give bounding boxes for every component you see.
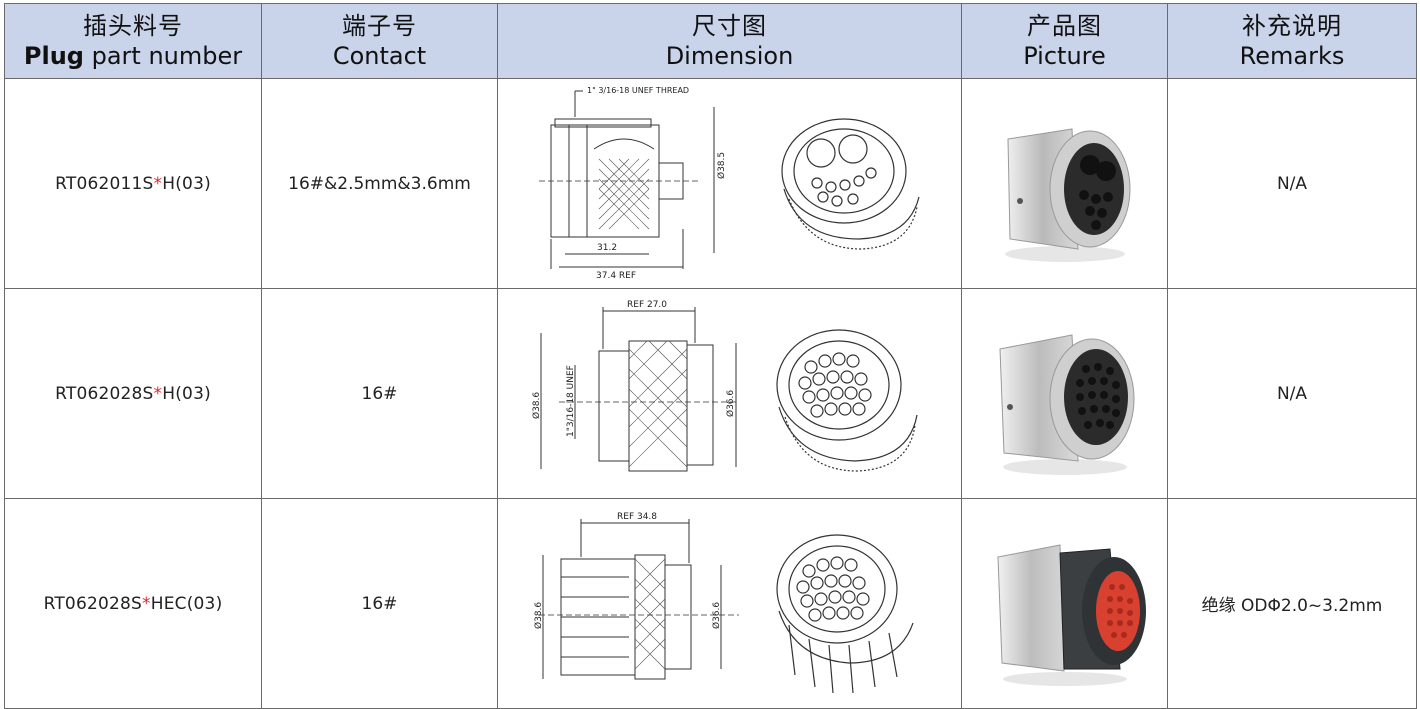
part-number-suffix: H(03)	[162, 173, 211, 194]
thread-label: 1"3/16-18 UNEF	[566, 365, 576, 437]
header-contact: 端子号 Contact	[261, 3, 498, 79]
table-row: RT062028S*H(03) 16#	[4, 288, 1417, 499]
header-picture-cn: 产品图	[1027, 12, 1102, 40]
contact-cell: 16#	[261, 288, 498, 499]
contact-cell: 16#&2.5mm&3.6mm	[261, 78, 498, 289]
part-number-cell: RT062028S*HEC(03)	[4, 498, 262, 709]
header-remarks: 补充说明 Remarks	[1167, 3, 1417, 79]
header-remarks-cn: 补充说明	[1242, 12, 1342, 40]
header-dimension-cn: 尺寸图	[692, 12, 767, 40]
ref-label: REF 27.0	[627, 300, 667, 310]
knurl-hatch	[634, 558, 665, 670]
spec-table: 插头料号 Plug part number 端子号 Contact 尺寸图 Di…	[4, 3, 1417, 709]
od-label: Ø38.5	[716, 152, 727, 179]
od-right-label: Ø36.6	[711, 602, 722, 629]
header-part-number-cn: 插头料号	[83, 12, 183, 40]
od-right-label: Ø36.6	[725, 390, 736, 417]
dimension-drawing: 1" 3/16-18 UNEF THREAD Ø38.5 31.2 37.4 R…	[538, 86, 920, 281]
part-number-prefix: RT062028S	[55, 383, 154, 404]
connector-sketch	[775, 534, 914, 694]
part-number-star: *	[153, 383, 163, 404]
connector-sketch	[780, 118, 920, 250]
length-label: 31.2	[597, 243, 617, 253]
picture-cell	[961, 78, 1168, 289]
header-plug-word: Plug	[23, 42, 84, 70]
table-row: RT062011S*H(03) 16#&2.5mm&3.6mm	[4, 78, 1417, 289]
knurl-hatch	[598, 158, 649, 230]
od-left-label: Ø38.6	[531, 392, 542, 419]
remarks-cell: N/A	[1167, 288, 1417, 499]
table-row: RT062028S*HEC(03) 16#	[4, 498, 1417, 709]
header-dimension: 尺寸图 Dimension	[497, 3, 962, 79]
dimension-cell: REF 34.8 Ø38.6 Ø36.6	[497, 498, 962, 709]
dimension-cell: 1" 3/16-18 UNEF THREAD Ø38.5 31.2 37.4 R…	[497, 78, 962, 289]
dimension-drawing: REF 27.0 Ø38.6 1"3/16-18 UNEF Ø36.6	[531, 300, 918, 472]
contact-cell: 16#	[261, 498, 498, 709]
header-part-number-rest: part number	[83, 42, 243, 70]
header-contact-cn: 端子号	[342, 12, 417, 40]
part-number-prefix: RT062011S	[55, 173, 154, 194]
part-number-star: *	[153, 173, 163, 194]
header-row: 插头料号 Plug part number 端子号 Contact 尺寸图 Di…	[4, 3, 1417, 79]
part-number-suffix: H(03)	[162, 383, 211, 404]
part-number-prefix: RT062028S	[43, 593, 143, 614]
drawing-body	[628, 340, 687, 472]
header-remarks-en: Remarks	[1239, 42, 1345, 70]
header-picture: 产品图 Picture	[961, 3, 1168, 79]
dimension-cell: REF 27.0 Ø38.6 1"3/16-18 UNEF Ø36.6	[497, 288, 962, 499]
od-left-label: Ø38.6	[533, 602, 544, 629]
header-dimension-en: Dimension	[665, 42, 794, 70]
connector-photo	[996, 543, 1146, 686]
thread-label: 1" 3/16-18 UNEF THREAD	[587, 86, 689, 95]
picture-cell	[961, 498, 1168, 709]
header-contact-en: Contact	[332, 42, 427, 70]
connector-sketch	[775, 329, 918, 472]
part-number-cell: RT062028S*H(03)	[4, 288, 262, 499]
part-number-cell: RT062011S*H(03)	[4, 78, 262, 289]
remarks-cell: 绝缘 ODΦ2.0~3.2mm	[1167, 498, 1417, 709]
part-number-star: *	[142, 593, 151, 614]
picture-cell	[961, 288, 1168, 499]
ref-label: 37.4 REF	[596, 271, 636, 281]
connector-photo	[998, 333, 1134, 475]
knurl-hatch	[628, 340, 687, 468]
connector-photo	[1004, 127, 1130, 262]
ref-label: REF 34.8	[617, 512, 657, 522]
header-part-number-en: Plug part number	[5, 41, 261, 71]
dimension-drawing: REF 34.8 Ø38.6 Ø36.6	[533, 512, 914, 694]
header-picture-en: Picture	[1023, 42, 1106, 70]
header-part-number: 插头料号 Plug part number	[4, 3, 262, 79]
part-number-suffix: HEC(03)	[150, 593, 223, 614]
remarks-cell: N/A	[1167, 78, 1417, 289]
